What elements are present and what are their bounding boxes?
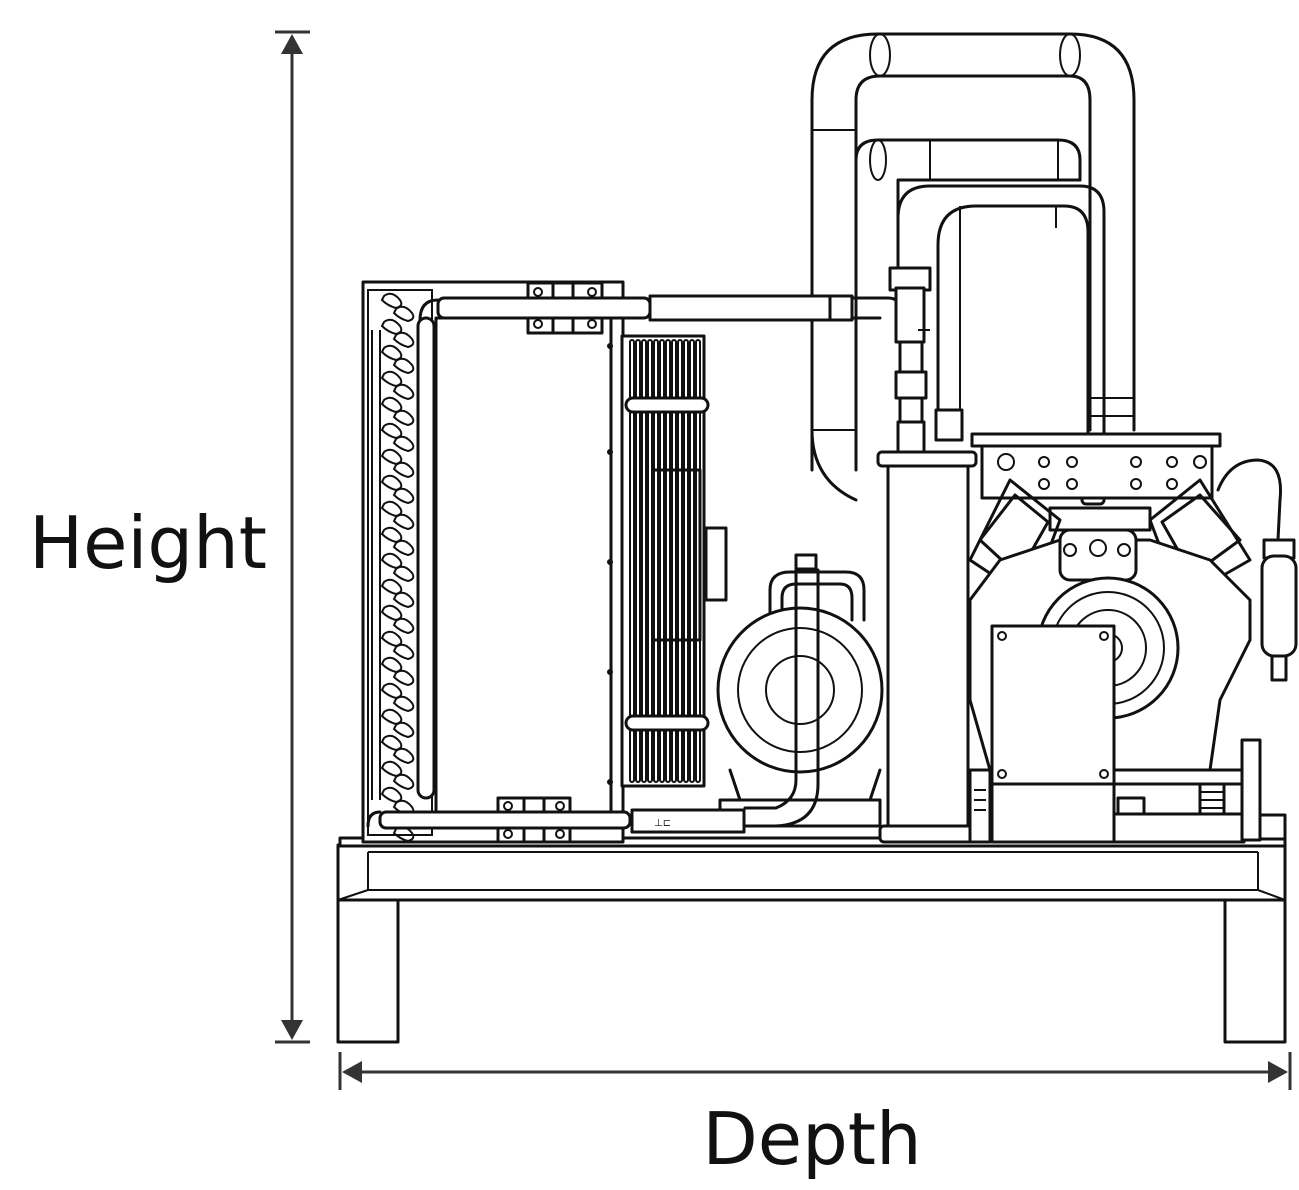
motor: [716, 553, 884, 828]
compressor: [968, 432, 1298, 844]
liquid-receiver: [876, 450, 978, 844]
liquid-return-pipe: ⊥⊏: [366, 808, 746, 834]
height-dimension: Height: [29, 30, 310, 1044]
depth-label: Depth: [702, 1097, 921, 1181]
discharge-piping: [418, 32, 1136, 506]
svg-text:⊥⊏: ⊥⊏: [654, 818, 671, 829]
height-label: Height: [29, 501, 267, 585]
fan-guard: [620, 334, 728, 788]
condenser-coil: [361, 280, 625, 844]
depth-dimension: Depth: [338, 1052, 1292, 1181]
coil-hairpins: [380, 292, 415, 843]
base-frame: [336, 813, 1287, 1044]
